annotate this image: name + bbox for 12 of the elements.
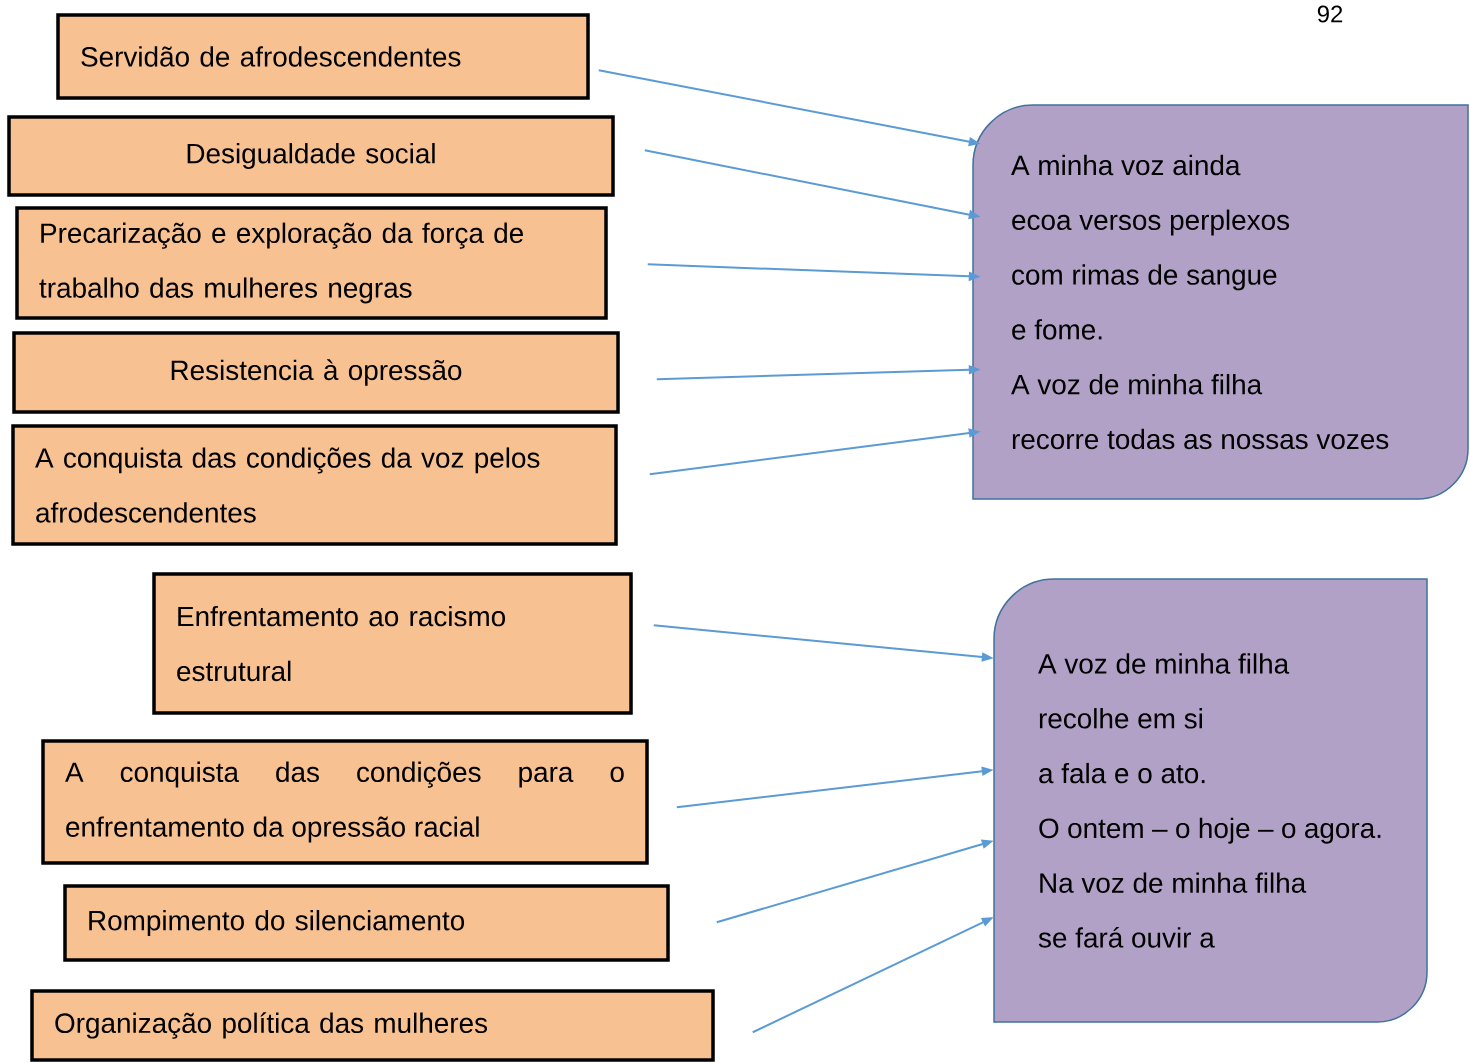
text-box: Organização política das mulheres — [30, 989, 715, 1062]
text-box: Precarização e exploração da força de trabalho das mulheres negras — [15, 206, 608, 320]
text-box: Servidão de afrodescendentes — [56, 13, 590, 100]
page-number: 92 — [1317, 5, 1343, 23]
poem-box: A minha voz ainda ecoa versos perplexos com rimas de sangue e fome. A voz de minha filha recorre todas as nossas vozes — [972, 104, 1469, 500]
text-box: Rompimento do silenciamento — [63, 884, 670, 962]
text-box: A conquista das condições para o enfrentamento da opressão racial — [41, 739, 649, 865]
text-box: Enfrentamento ao racismo estrutural — [152, 572, 633, 715]
text-box: Resistencia à opressão — [12, 331, 620, 414]
text-box: Desigualdade social — [7, 115, 615, 197]
poem-box: A voz de minha filha recolhe em si a fala e o ato. O ontem – o hoje – o agora. Na voz de minha filha se fará ouvir a — [993, 578, 1428, 1023]
text-box: A conquista das condições da voz pelos afrodescendentes — [11, 424, 618, 546]
